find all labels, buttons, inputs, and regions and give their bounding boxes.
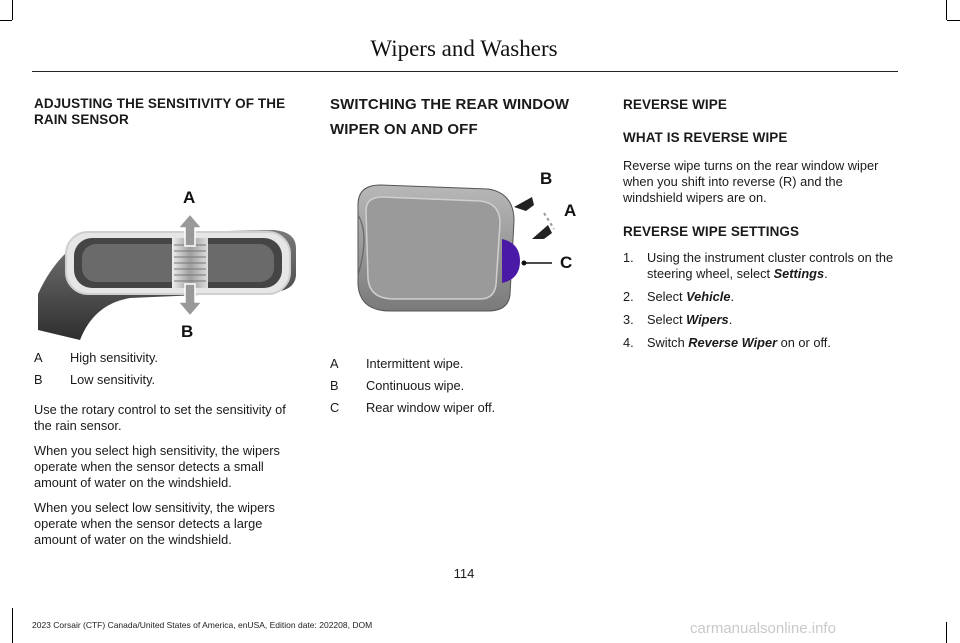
step-text: . bbox=[730, 289, 735, 304]
step-item: 3. Select Wipers. bbox=[623, 312, 898, 328]
legend-text: Intermittent wipe. bbox=[366, 356, 464, 371]
step-emphasis: Reverse Wiper bbox=[688, 335, 778, 350]
step-emphasis: Wipers bbox=[686, 312, 729, 327]
legend-key: C bbox=[330, 400, 340, 415]
crop-mark bbox=[946, 622, 947, 643]
step-text: on or off. bbox=[777, 335, 831, 350]
step-number: 1. bbox=[623, 250, 634, 265]
legend-item: B Low sensitivity. bbox=[34, 372, 306, 388]
legend-text: Low sensitivity. bbox=[70, 372, 156, 387]
rear-wiper-lever-illustration bbox=[357, 184, 555, 312]
legend-item: A High sensitivity. bbox=[34, 350, 306, 366]
reverse-wipe-heading: REVERSE WIPE bbox=[623, 97, 727, 112]
paragraph: When you select low sensitivity, the wip… bbox=[34, 500, 275, 547]
crop-mark bbox=[947, 20, 960, 21]
rear-wiper-figure: B A C bbox=[330, 155, 602, 321]
figure-label-a: A bbox=[183, 188, 196, 207]
rear-wiper-heading: SWITCHING THE REAR WINDOW WIPER ON AND O… bbox=[330, 96, 602, 139]
legend-item: C Rear window wiper off. bbox=[330, 400, 602, 416]
figure-label-b: B bbox=[540, 169, 553, 188]
rain-sensor-heading: ADJUSTING THE SENSITIVITY OF THE RAIN SE… bbox=[34, 96, 286, 127]
figure-label-c: C bbox=[560, 253, 573, 272]
legend-item: A Intermittent wipe. bbox=[330, 356, 602, 372]
page-number: 114 bbox=[453, 566, 475, 581]
rear-wiper-heading-line1: SWITCHING THE REAR WINDOW bbox=[330, 96, 570, 113]
crop-mark bbox=[12, 0, 13, 20]
reverse-wipe-description: Reverse wipe turns on the rear window wi… bbox=[623, 158, 879, 205]
step-number: 4. bbox=[623, 335, 634, 350]
reverse-wipe-settings-heading: REVERSE WIPE SETTINGS bbox=[623, 224, 800, 239]
legend-key: B bbox=[330, 378, 339, 393]
page-title: Wipers and Washers bbox=[370, 36, 558, 61]
step-emphasis: Vehicle bbox=[686, 289, 731, 304]
crop-mark bbox=[12, 608, 13, 643]
rear-wiper-section: SWITCHING THE REAR WINDOW WIPER ON AND O… bbox=[330, 96, 602, 416]
rear-wiper-heading-line2: WIPER ON AND OFF bbox=[330, 121, 478, 138]
paragraph: Use the rotary control to set the sensit… bbox=[34, 402, 286, 433]
step-text: . bbox=[824, 266, 828, 281]
step-text: Select bbox=[647, 289, 687, 304]
legend-key: A bbox=[34, 350, 43, 365]
step-text: Using the instrument cluster controls on… bbox=[647, 250, 894, 281]
step-number: 2. bbox=[623, 289, 634, 304]
legend-key: B bbox=[34, 372, 43, 387]
edition-footer: 2023 Corsair (CTF) Canada/United States … bbox=[32, 620, 373, 630]
step-number: 3. bbox=[623, 312, 634, 327]
reverse-wipe-subheading: WHAT IS REVERSE WIPE bbox=[623, 130, 788, 145]
rain-sensor-section: ADJUSTING THE SENSITIVITY OF THE RAIN SE… bbox=[34, 96, 306, 548]
step-text: Switch bbox=[647, 335, 689, 350]
legend-text: Continuous wipe. bbox=[366, 378, 465, 393]
legend-key: A bbox=[330, 356, 339, 371]
step-text: Select bbox=[647, 312, 687, 327]
title-divider bbox=[32, 71, 898, 72]
step-item: 1. Using the instrument cluster controls… bbox=[623, 250, 898, 282]
crop-mark bbox=[946, 0, 947, 20]
rotary-control-illustration bbox=[38, 212, 296, 340]
paragraph: When you select high sensitivity, the wi… bbox=[34, 443, 280, 490]
watermark: carmanualsonline.info bbox=[690, 620, 836, 637]
rain-sensor-figure: A B bbox=[34, 144, 306, 341]
reverse-wipe-section: REVERSE WIPE WHAT IS REVERSE WIPE Revers… bbox=[623, 96, 898, 351]
settings-steps: 1. Using the instrument cluster controls… bbox=[623, 250, 898, 351]
step-emphasis: Settings bbox=[773, 266, 825, 281]
crop-mark bbox=[0, 20, 12, 21]
legend-text: High sensitivity. bbox=[70, 350, 158, 365]
step-text: . bbox=[728, 312, 733, 327]
step-item: 2. Select Vehicle. bbox=[623, 289, 898, 305]
figure-label-a: A bbox=[564, 201, 577, 220]
step-item: 4. Switch Reverse Wiper on or off. bbox=[623, 335, 898, 351]
legend-text: Rear window wiper off. bbox=[366, 400, 496, 415]
legend-item: B Continuous wipe. bbox=[330, 378, 602, 394]
figure-label-b: B bbox=[181, 322, 194, 341]
